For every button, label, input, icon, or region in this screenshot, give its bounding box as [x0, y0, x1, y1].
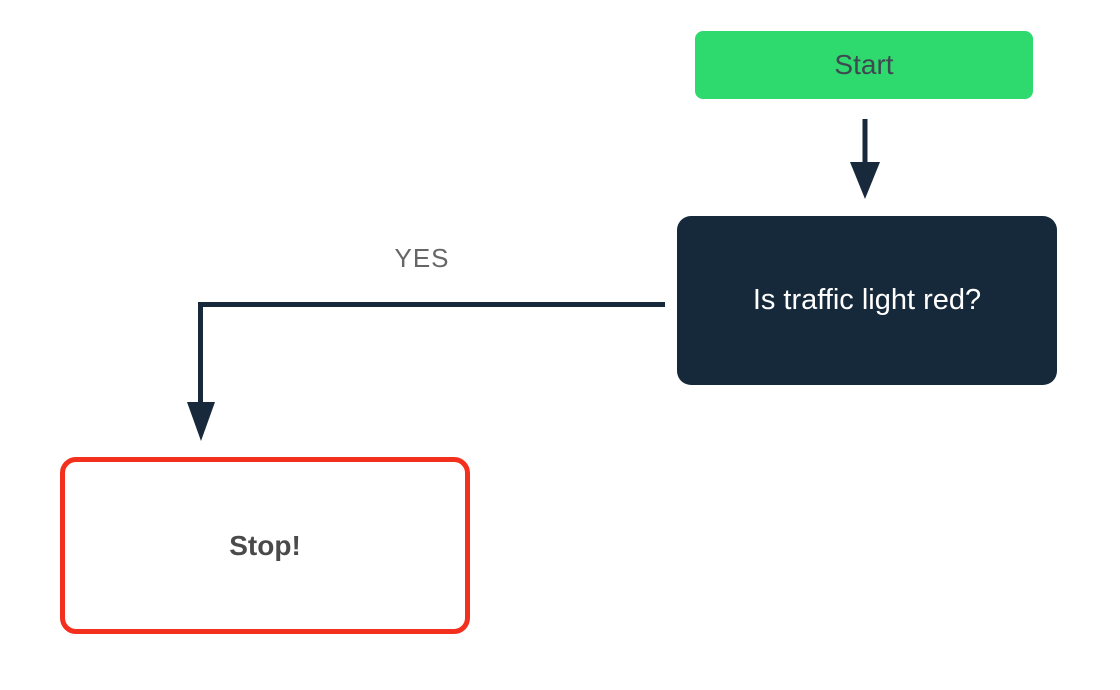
arrowhead-down-icon	[187, 402, 215, 441]
flowchart-node-stop: Stop!	[60, 457, 470, 634]
start-node-label: Start	[834, 49, 894, 80]
edge-start-to-decision	[850, 119, 880, 199]
arrowhead-down-icon	[850, 162, 880, 199]
edge-decision-to-stop	[187, 302, 665, 441]
edge-label-yes: YES	[394, 243, 450, 273]
stop-node-label: Stop!	[229, 529, 301, 561]
flowchart-node-start: Start	[695, 31, 1033, 99]
decision-node-label: Is traffic light red?	[752, 284, 982, 316]
flowchart-node-decision: Is traffic light red?	[677, 216, 1057, 385]
